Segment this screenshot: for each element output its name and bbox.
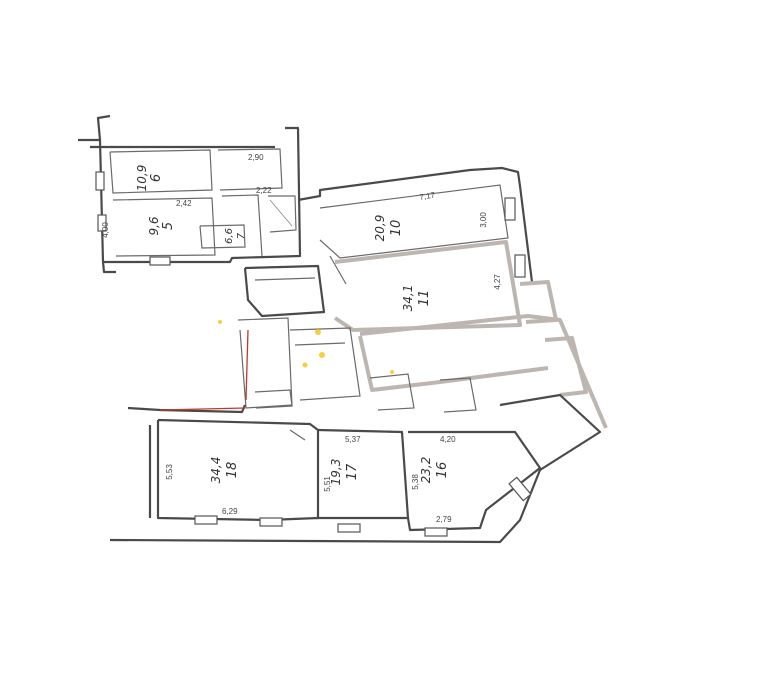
- dim-7-17: 7,17: [419, 190, 436, 202]
- room-area-17: 19,3: [329, 459, 343, 486]
- dim-5-37: 5,37: [345, 435, 361, 444]
- dim-6-29: 6,29: [222, 507, 238, 516]
- dim-5-38: 5,38: [411, 474, 420, 490]
- room-label-18: 18 34,4: [209, 457, 240, 484]
- room-number-11: 11: [417, 290, 432, 307]
- room-number-6: 6: [149, 174, 164, 182]
- room-area-6: 10,9: [135, 165, 149, 192]
- room-label-11: 11 34,1: [401, 285, 432, 312]
- dim-2-22: 2,22: [256, 186, 272, 195]
- dim-5-51: 5,51: [323, 476, 332, 492]
- room-area-16: 23,2: [419, 457, 433, 484]
- upper-left-block: [78, 114, 302, 274]
- room-label-5: 5 9,6: [147, 216, 176, 235]
- dim-2-79: 2,79: [436, 515, 452, 524]
- room-area-10: 20,9: [373, 215, 387, 242]
- room-label-17: 17 19,3: [329, 459, 360, 486]
- room-area-11: 34,1: [401, 285, 415, 312]
- central-corridor: [218, 255, 477, 413]
- dim-5-53: 5,53: [165, 464, 174, 480]
- room-label-10: 10 20,9: [373, 215, 404, 242]
- room-area-18: 34,4: [209, 457, 223, 484]
- dim-4-00: 4,00: [101, 222, 110, 238]
- room-label-6: 6 10,9: [135, 165, 164, 192]
- dim-4-20: 4,20: [440, 435, 456, 444]
- upper-right-block: [297, 166, 608, 429]
- room-label-16: 16 23,2: [419, 457, 450, 484]
- room-number-18: 18: [225, 462, 240, 479]
- room-area-5: 9,6: [147, 216, 161, 235]
- room-number-17: 17: [345, 463, 360, 480]
- room-number-16: 16: [435, 462, 450, 479]
- room-number-10: 10: [389, 220, 404, 237]
- dim-4-27: 4,27: [493, 274, 502, 290]
- dim-2-42: 2,42: [176, 199, 192, 208]
- dim-3-00: 3,00: [479, 212, 488, 228]
- room-area-7: 6,6: [224, 228, 235, 244]
- lower-block: [109, 393, 602, 544]
- room-number-5: 5: [161, 222, 176, 230]
- dim-2-90: 2,90: [248, 153, 264, 162]
- room-label-7: 7 6,6: [224, 228, 247, 244]
- room-number-7: 7: [236, 232, 247, 239]
